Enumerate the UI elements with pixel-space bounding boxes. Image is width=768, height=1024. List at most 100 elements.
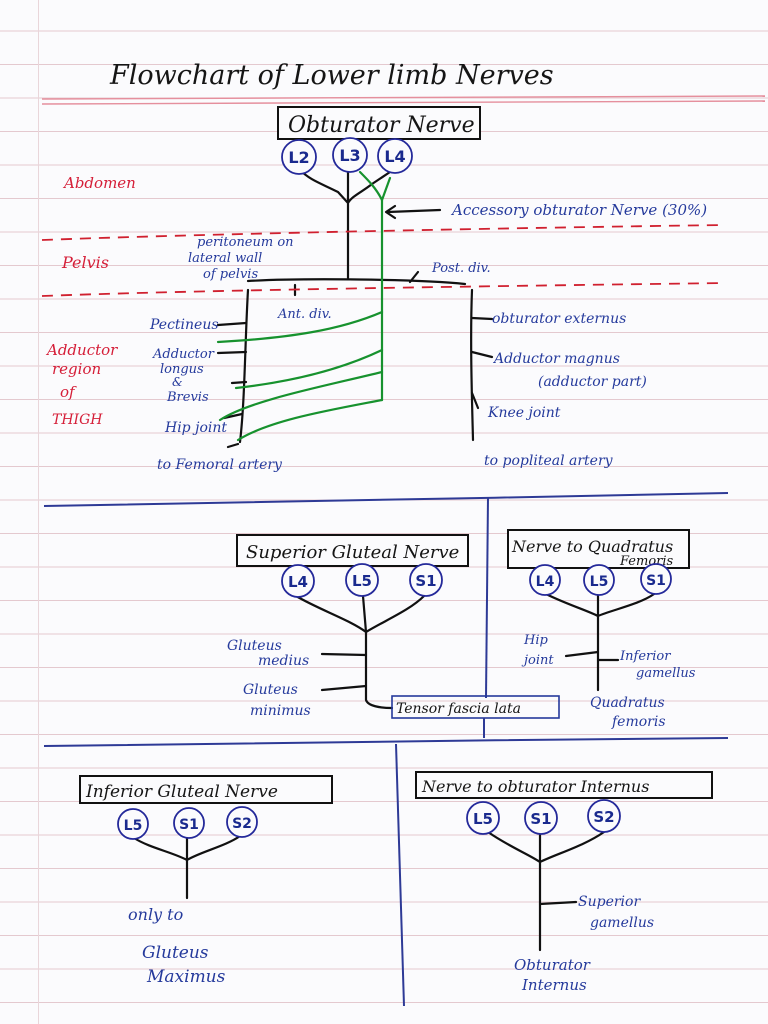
oi-root-circle-s1 (524, 801, 558, 835)
sg-root-circle-l4 (281, 564, 315, 598)
root-label-l3: L3 (339, 146, 360, 165)
oi-internus: Internus (521, 976, 587, 994)
quadratus-title-box (507, 529, 690, 569)
obturator-internus-title-box (415, 771, 713, 799)
sg-root-circle-l5 (345, 563, 379, 597)
obturator-title-box (277, 106, 481, 140)
branch-pectineus: Pectineus (149, 317, 219, 333)
branch-obturator-externus: obturator externus (492, 311, 626, 327)
quadratus-trunk (544, 592, 656, 692)
oi-obturator: Obturator (514, 956, 591, 974)
accessory-arrow (384, 204, 442, 220)
posterior-division-branches (470, 316, 494, 410)
branch-popliteal-artery: to popliteal artery (484, 453, 614, 469)
peritoneum-line-2: lateral wall (188, 251, 262, 266)
region-adductor: Adductor (45, 341, 118, 359)
oi-root-s1: S1 (530, 810, 551, 828)
branch-hip-joint: Hip joint (164, 420, 227, 436)
region-region: region (52, 360, 101, 378)
qf-femoris: femoris (611, 714, 666, 730)
region-pelvis: Pelvis (61, 253, 109, 272)
qf-inferior: Inferior (619, 649, 671, 664)
ig-gluteus: Gluteus (142, 943, 209, 963)
ant-div-label: Ant. div. (277, 307, 332, 322)
qf-root-circle-s1 (640, 563, 672, 595)
qf-joint: joint (521, 653, 554, 668)
margin-line (38, 0, 39, 1024)
obturator-internus-title: Nerve to obturator Internus (421, 777, 649, 796)
branch-adductor-part: (adductor part) (538, 374, 647, 390)
root-circle-l4 (377, 138, 413, 174)
superior-gluteal-branches (320, 652, 368, 692)
ig-root-circle-s1 (173, 807, 205, 839)
qf-root-circle-l5 (583, 564, 615, 596)
obturator-roots: L2 L3 L4 (281, 137, 413, 175)
inferior-gluteal-trunk (132, 834, 242, 900)
title-underline-1 (41, 95, 766, 100)
region-abdomen: Abdomen (62, 174, 136, 192)
inferior-gluteal-title: Inferior Gluteal Nerve (85, 782, 278, 802)
qf-root-circle-l4 (529, 564, 561, 596)
obturator-root-lines (298, 168, 392, 280)
branch-longus: longus (160, 362, 204, 377)
peritoneum-line-1: peritoneum on (197, 235, 294, 250)
region-thigh: THIGH (52, 412, 103, 428)
qf-root-s1: S1 (646, 573, 666, 589)
qf-root-l4: L4 (536, 574, 555, 590)
accessory-obturator-trunk (358, 170, 384, 402)
posterior-division-trunk (470, 288, 475, 442)
divider-lower (43, 737, 729, 747)
root-label-l2: L2 (288, 148, 309, 167)
ig-root-circle-s2 (226, 806, 258, 838)
branch-brevis: Brevis (166, 390, 209, 405)
quadratus-title-1: Nerve to Quadratus (511, 537, 673, 556)
oi-superior: Superior (578, 894, 641, 910)
ig-root-l5: L5 (124, 818, 143, 834)
branch-adductor-magnus: Adductor magnus (492, 351, 620, 367)
sg-tensor-fascia-lata: Tensor fascia lata (396, 701, 521, 717)
quadratus-section: Nerve to Quadratus Femoris L4 L5 S1 Hip … (507, 529, 696, 730)
sg-medius: medius (258, 653, 309, 669)
accessory-branch-pectineus (216, 310, 384, 344)
accessory-obturator-label: Accessory obturator Nerve (30%) (450, 201, 707, 219)
obturator-internus-branch (538, 900, 578, 906)
qf-root-l5: L5 (590, 574, 609, 590)
divider-vertical-bottom (395, 743, 405, 1007)
superior-gluteal-title: Superior Gluteal Nerve (246, 542, 459, 563)
anterior-division-branches (216, 321, 248, 449)
ig-root-circle-l5 (117, 808, 149, 840)
region-of: of (60, 383, 77, 401)
obturator-internus-section: Nerve to obturator Internus L5 S1 S2 Sup… (415, 771, 713, 994)
obturator-division-line (246, 278, 467, 286)
branch-knee-joint: Knee joint (487, 405, 561, 421)
obturator-nerve-section: Obturator Nerve (41, 106, 726, 473)
page-title: Flowchart of Lower limb Nerves (109, 60, 554, 91)
divider-upper (43, 492, 729, 507)
post-div-pointer (408, 270, 420, 284)
oi-root-circle-s2 (587, 799, 621, 833)
anterior-division-trunk (238, 288, 250, 444)
post-div-label: Post. div. (431, 261, 491, 276)
qf-quadratus: Quadratus (590, 695, 665, 711)
ig-maximus: Maximus (146, 967, 226, 987)
oi-root-s2: S2 (593, 808, 614, 826)
sg-gluteus-1: Gluteus (227, 638, 282, 654)
divider-vertical-middle (485, 496, 489, 699)
accessory-branch-femoral (236, 398, 384, 442)
ig-root-s2: S2 (232, 816, 252, 832)
branch-ampersand: & (172, 375, 183, 389)
superior-gluteal-trunk (294, 594, 426, 710)
accessory-branch-hip (218, 370, 384, 422)
quadratus-branches (564, 650, 620, 662)
qf-hip: Hip (523, 633, 548, 648)
sg-root-l4: L4 (288, 573, 308, 591)
sg-root-l5: L5 (352, 572, 372, 590)
accessory-branch-adductor (234, 348, 384, 390)
oi-root-l5: L5 (473, 810, 493, 828)
accessory-obturator-root (380, 176, 392, 202)
title-underline-2 (41, 100, 766, 105)
sg-gluteus-2: Gluteus (243, 682, 298, 698)
abdomen-pelvis-separator (41, 224, 726, 241)
